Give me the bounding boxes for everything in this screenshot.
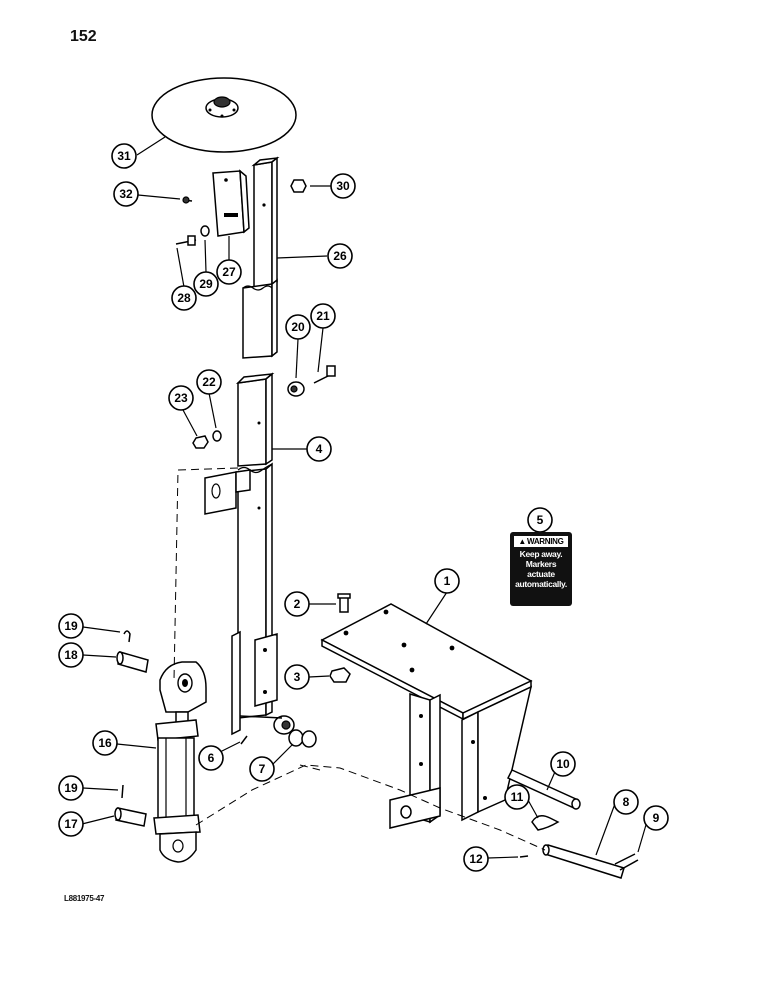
callout-29: 29: [193, 271, 219, 297]
svg-text:1: 1: [444, 574, 451, 588]
pin-8: [542, 844, 625, 879]
marker-disc: [151, 77, 297, 153]
svg-text:10: 10: [556, 757, 570, 771]
bolt-21: [313, 365, 336, 384]
callout-21: 21: [310, 303, 336, 329]
warning-header: ▲WARNING: [514, 536, 568, 547]
warning-line-2: Markers: [525, 559, 557, 569]
upper-square-tube: [242, 156, 280, 359]
svg-text:4: 4: [316, 442, 323, 456]
callout-12: 12: [463, 846, 489, 872]
svg-text:29: 29: [199, 277, 213, 291]
svg-text:7: 7: [259, 762, 266, 776]
callout-6: 6: [198, 745, 224, 771]
angle-bracket: [204, 469, 251, 515]
callout-8: 8: [613, 789, 639, 815]
bolt-6: [240, 735, 248, 745]
callout-3: 3: [284, 664, 310, 690]
callout-4: 4: [306, 436, 332, 462]
page-number: 152: [70, 28, 97, 45]
nut-30: [290, 179, 307, 193]
cylinder-clevis: [159, 661, 207, 725]
callout-20: 20: [285, 314, 311, 340]
callout-2: 2: [284, 591, 310, 617]
pin-17: [114, 807, 147, 827]
callout-7: 7: [249, 756, 275, 782]
pin-10: [506, 769, 581, 810]
bracket-plate: [212, 169, 250, 237]
hydraulic-cylinder: [153, 719, 201, 863]
callout-26: 26: [327, 243, 353, 269]
svg-text:20: 20: [291, 320, 305, 334]
warning-line-4: automatically.: [515, 579, 567, 589]
document-code: L881975-47: [64, 894, 105, 903]
svg-text:19: 19: [64, 781, 78, 795]
svg-text:5: 5: [537, 513, 544, 527]
svg-text:12: 12: [469, 852, 483, 866]
callout-27: 27: [216, 259, 242, 285]
callout-17: 17: [58, 811, 84, 837]
callout-1: 1: [434, 568, 460, 594]
bolt-28: [175, 235, 197, 246]
svg-text:26: 26: [333, 249, 347, 263]
callout-9: 9: [643, 805, 669, 831]
callout-11: 11: [504, 784, 530, 810]
mounting-bracket: [320, 603, 533, 829]
callout-18: 18: [58, 642, 84, 668]
nut-23: [192, 435, 209, 449]
svg-text:23: 23: [174, 391, 188, 405]
svg-text:32: 32: [119, 187, 133, 201]
svg-text:16: 16: [98, 736, 112, 750]
pivot-bracket: [231, 630, 295, 736]
svg-text:2: 2: [294, 597, 301, 611]
warning-line-3: actuate: [527, 569, 555, 579]
washers-7: [288, 729, 317, 748]
callout-32: 32: [113, 181, 139, 207]
warning-decal: ▲WARNING Keep away. Markers actuate auto…: [510, 532, 572, 606]
callout-23: 23: [168, 385, 194, 411]
hose-path: [173, 467, 546, 851]
pin-12: [519, 855, 529, 858]
warning-line-1: Keep away.: [519, 549, 563, 559]
callout-16: 16: [92, 730, 118, 756]
svg-text:27: 27: [222, 265, 236, 279]
svg-text:8: 8: [623, 795, 630, 809]
svg-text:22: 22: [202, 375, 216, 389]
washer-22: [212, 430, 222, 442]
washer-29: [200, 225, 210, 237]
pin-18: [116, 651, 149, 673]
callout-30: 30: [330, 173, 356, 199]
callout-22: 22: [196, 369, 222, 395]
svg-text:3: 3: [294, 670, 301, 684]
svg-text:18: 18: [64, 648, 78, 662]
warning-triangle-icon: ▲: [518, 537, 527, 546]
hair-pin-11: [531, 815, 560, 831]
bolt-2: [337, 593, 351, 613]
svg-text:6: 6: [208, 751, 215, 765]
callout-19-lower: 19: [58, 775, 84, 801]
callout-19-upper: 19: [58, 613, 84, 639]
warning-header-text: WARNING: [527, 537, 564, 546]
svg-text:31: 31: [117, 149, 131, 163]
svg-text:19: 19: [64, 619, 78, 633]
callout-10: 10: [550, 751, 576, 777]
svg-text:21: 21: [316, 309, 330, 323]
svg-text:28: 28: [177, 291, 191, 305]
callout-31: 31: [111, 143, 137, 169]
nut-3: [329, 667, 351, 683]
callout-28: 28: [171, 285, 197, 311]
svg-text:11: 11: [511, 790, 524, 804]
cotter-pin-19-lower: [121, 784, 124, 799]
bolt-32: [182, 196, 193, 204]
svg-text:9: 9: [653, 811, 660, 825]
svg-text:30: 30: [336, 179, 350, 193]
callout-5: 5: [527, 507, 553, 533]
svg-text:17: 17: [64, 817, 78, 831]
spacer-20: [287, 381, 305, 397]
clip-9: [614, 853, 639, 871]
cotter-pin-19-upper: [123, 630, 131, 643]
